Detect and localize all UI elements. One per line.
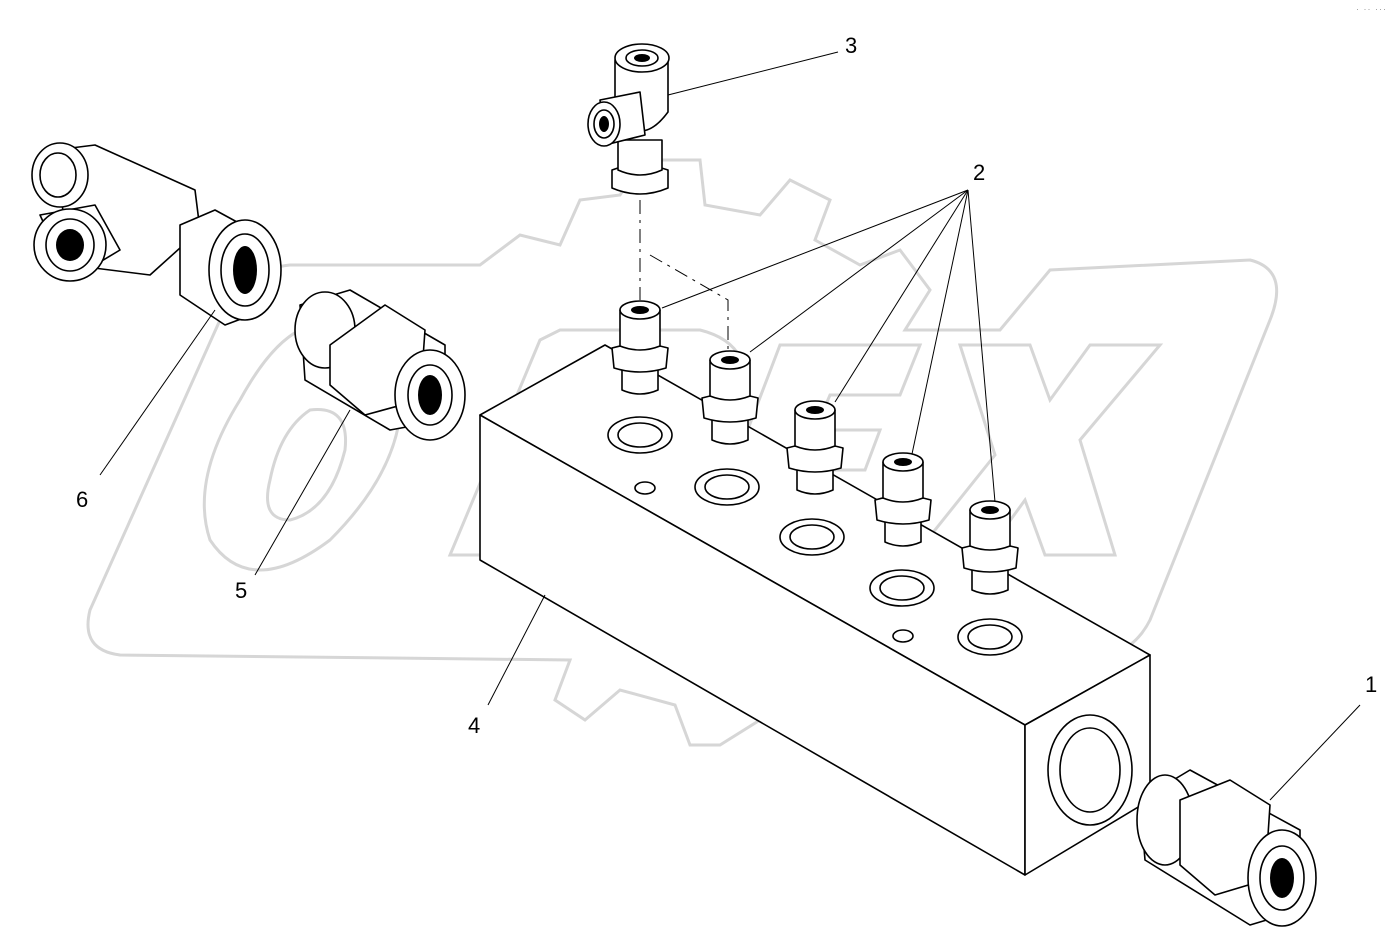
callout-5: 5 [235, 578, 247, 603]
assembly-dash-line [639, 200, 729, 350]
callout-4: 4 [468, 713, 480, 738]
leader-line-2 [967, 189, 996, 503]
leader-line-3 [667, 51, 839, 96]
manifold-side-port-inner [1059, 727, 1121, 813]
callout-1: 1 [1365, 672, 1377, 697]
leader-line-4 [487, 594, 546, 706]
nipple-fittings [611, 300, 1019, 595]
manifold-top-port-inner [704, 474, 750, 500]
right-adapter-fitting [1136, 769, 1317, 927]
corner-mark: · ·· ··· [1356, 4, 1387, 14]
nipple-fitting [961, 500, 1019, 595]
manifold-pin-hole [634, 481, 656, 495]
manifold-pin-hole [892, 629, 914, 643]
adapter-fitting [294, 289, 466, 441]
leader-lines [99, 51, 1361, 801]
manifold-top-port-inner [789, 524, 835, 550]
leader-line-2 [749, 189, 969, 353]
top-tee-fitting [587, 43, 729, 350]
leader-line-5 [254, 409, 351, 576]
leader-line-2 [911, 189, 969, 455]
leader-line-1 [1269, 704, 1361, 801]
nipple-fitting [874, 452, 932, 547]
nipple-fitting [701, 350, 759, 445]
nipple-fitting [786, 400, 844, 495]
leader-line-2 [661, 189, 969, 309]
watermark-letter-x [911, 343, 1164, 557]
left-tee-fitting [31, 142, 282, 326]
leader-line-2 [834, 189, 969, 403]
manifold-top-port-inner [967, 624, 1013, 650]
manifold-block [479, 344, 1151, 876]
callout-3: 3 [845, 33, 857, 58]
nipple-fitting [611, 300, 669, 395]
leader-line-6 [99, 309, 216, 476]
callout-6: 6 [76, 487, 88, 512]
manifold-top-port-inner [879, 575, 925, 601]
manifold-top-port-inner [617, 422, 663, 448]
callout-2: 2 [973, 160, 985, 185]
callouts: 1 2 3 4 5 6 [76, 33, 1377, 738]
